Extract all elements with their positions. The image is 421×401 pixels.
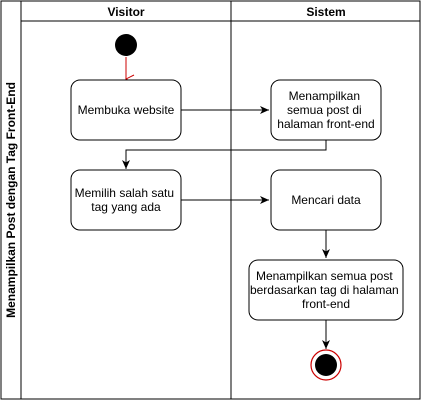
activity-search-data: Mencari data	[270, 169, 382, 231]
final-node-core	[315, 354, 337, 376]
lane-header-visitor: Visitor	[107, 5, 144, 19]
activity-label-line: front-end	[302, 297, 350, 311]
pool-title: Menampilkan Post dengan Tag Front-End	[4, 82, 18, 318]
lane-header-sistem: Sistem	[306, 5, 345, 19]
activity-open-website: Membuka website	[70, 79, 182, 141]
activity-show-posts-by-tag: Menampilkan semua post berdasarkan tag d…	[248, 259, 404, 321]
activity-label: Menampilkan semua post berdasarkan tag d…	[250, 269, 402, 311]
activity-label: Memilih salah satu tag yang ada	[75, 186, 178, 214]
activity-choose-tag: Memilih salah satu tag yang ada	[70, 169, 182, 231]
activity-label: Menampilkan semua post di halaman front-…	[277, 89, 374, 131]
initial-node	[115, 34, 137, 56]
activity-label-line: Mencari data	[291, 193, 361, 207]
activity-label-line: berdasarkan tag di halaman	[250, 283, 399, 297]
activity-label-line: tag yang ada	[91, 200, 161, 214]
final-node	[310, 349, 342, 381]
activity-show-all-posts: Menampilkan semua post di halaman front-…	[270, 79, 382, 141]
activity-label: Membuka website	[78, 103, 175, 117]
activity-label-line: Menampilkan	[289, 89, 360, 103]
activity-label-line: Menampilkan semua post	[256, 269, 393, 283]
activity-label-line: halaman front-end	[277, 117, 374, 131]
activity-label-line: Memilih salah satu	[75, 186, 174, 200]
flow-arrow	[122, 140, 327, 169]
activity-label-line: Membuka website	[78, 103, 175, 117]
activity-label: Mencari data	[291, 193, 361, 207]
activity-label-line: semua post di	[287, 103, 362, 117]
